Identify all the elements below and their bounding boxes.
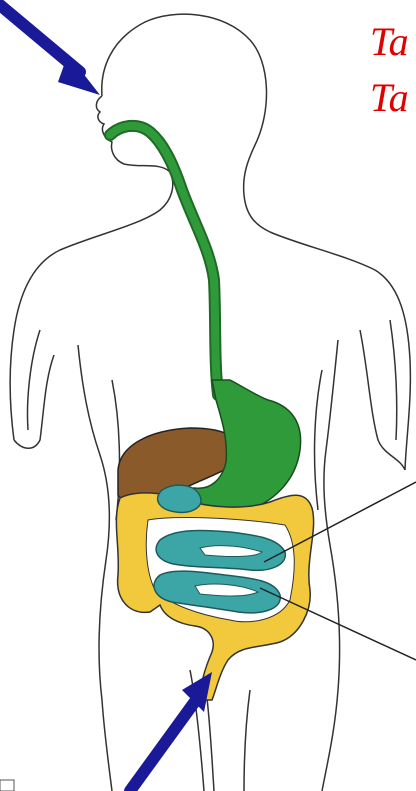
label-text-line-1: Ta	[370, 22, 409, 62]
bottom-arrow	[130, 700, 196, 791]
esophagus	[110, 126, 218, 395]
corner-mark	[0, 780, 14, 791]
label-text-line-2: Ta	[370, 78, 409, 118]
